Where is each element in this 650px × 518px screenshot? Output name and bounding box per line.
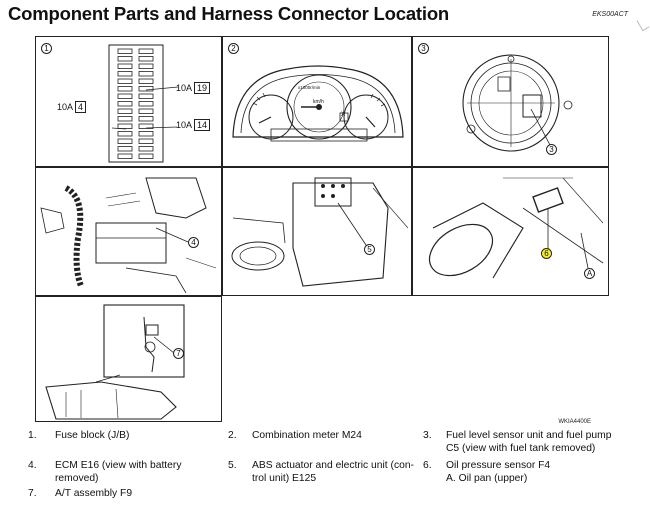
panel-badge-1: 1: [41, 43, 52, 54]
fuse-slot: [117, 131, 133, 137]
combination-meter-diagram: [232, 65, 404, 142]
ecm-diagram: [40, 177, 217, 294]
fuse-slot: [117, 108, 133, 114]
fuse-slot: [117, 138, 133, 144]
fuse-block-diagram: [108, 44, 179, 163]
fuse-rating: 10A: [57, 102, 74, 112]
legend-text: A. Oil pan (upper): [446, 472, 528, 484]
document-code: EKS00ACT: [592, 11, 628, 18]
fuse-slot: [117, 86, 133, 92]
fuse-slot: [117, 123, 133, 129]
fuse-number: 4: [75, 101, 87, 113]
fuse-slot: [138, 123, 154, 129]
panel-ecm: 4: [35, 167, 222, 296]
abs-actuator-diagram: [231, 177, 409, 287]
page-title: Component Parts and Harness Connector Lo…: [8, 3, 450, 24]
legend-number: 1.: [28, 430, 37, 441]
legend-number: 7.: [28, 488, 37, 499]
fuse-slot: [117, 48, 133, 54]
fuse-number: 19: [194, 82, 211, 94]
legend-number: 5.: [228, 460, 237, 471]
fuse-slot: [117, 71, 133, 77]
legend-number: 6.: [423, 460, 432, 471]
oil-pressure-diagram: [428, 177, 604, 279]
page-edge-mark: [636, 16, 650, 32]
fuse-slot: [117, 78, 133, 84]
fuse-slot: [138, 108, 154, 114]
fuse-slot: [117, 153, 133, 159]
fuse-rating: 10A: [176, 120, 193, 130]
fuse-slot: [138, 138, 154, 144]
meter-rpm-label: x1000r/min: [298, 85, 321, 90]
fuse-rating: 10A: [176, 83, 193, 93]
panel-badge-2: 2: [228, 43, 239, 54]
fuse-slot: [138, 93, 154, 99]
fuse-slot: [138, 86, 154, 92]
panel-badge-3: 3: [418, 43, 429, 54]
panel-combination-meter: 2 x1000r/min km/h X: [222, 36, 412, 167]
fuse-slot: [117, 146, 133, 152]
callout-oil-pan: A: [584, 268, 595, 279]
legend-text: C5 (view with fuel tank removed): [446, 442, 596, 454]
fuse-slot: [138, 131, 154, 137]
legend-number: 2.: [228, 430, 237, 441]
legend-number: 4.: [28, 460, 37, 471]
legend-text: removed): [55, 472, 99, 484]
callout-6: 6: [541, 248, 552, 259]
fuse-slot: [138, 63, 154, 69]
legend-text: ABS actuator and electric unit (con-: [252, 460, 414, 471]
legend-text: ECM E16 (view with battery: [55, 460, 182, 471]
legend-text: Fuse block (J/B): [55, 430, 130, 441]
fuse-slot: [138, 116, 154, 122]
legend-text: A/T assembly F9: [55, 488, 133, 499]
fuse-slot: [117, 93, 133, 99]
callout-3: 3: [546, 144, 557, 155]
panel-fuel-level-sensor: 3 3: [412, 36, 609, 167]
fuse-slot: [138, 71, 154, 77]
fuse-slot: [138, 56, 154, 62]
callout-7: 7: [173, 348, 184, 359]
at-assembly-diagram: [45, 304, 185, 420]
fuse-slot: [138, 78, 154, 84]
callout-4: 4: [188, 237, 199, 248]
panel-abs-actuator: 5: [222, 167, 412, 296]
figure-code: WKIA4400E: [558, 419, 591, 425]
fuse-slot: [138, 146, 154, 152]
legend-text: Combination meter M24: [252, 430, 362, 441]
fuel-sensor-diagram: [462, 54, 573, 152]
meter-kmh-label: km/h: [313, 99, 324, 105]
callout-5: 5: [364, 244, 375, 255]
fuse-slot: [117, 56, 133, 62]
legend-number: 3.: [423, 430, 432, 441]
fuse-number: 14: [194, 119, 211, 131]
fuse-slot: [117, 116, 133, 122]
fuse-slot: [138, 153, 154, 159]
legend-text: Fuel level sensor unit and fuel pump: [446, 430, 612, 441]
panel-at-assembly: 7: [35, 296, 222, 422]
fuse-slot: [117, 63, 133, 69]
meter-x-label: X: [341, 112, 346, 118]
fuse-slot: [138, 101, 154, 107]
legend-text: Oil pressure sensor F4: [446, 460, 551, 471]
fuse-slot: [117, 101, 133, 107]
fuse-slot: [138, 48, 154, 54]
legend-text: trol unit) E125: [252, 472, 317, 484]
panel-oil-pressure-sensor: 6 A: [412, 167, 609, 296]
